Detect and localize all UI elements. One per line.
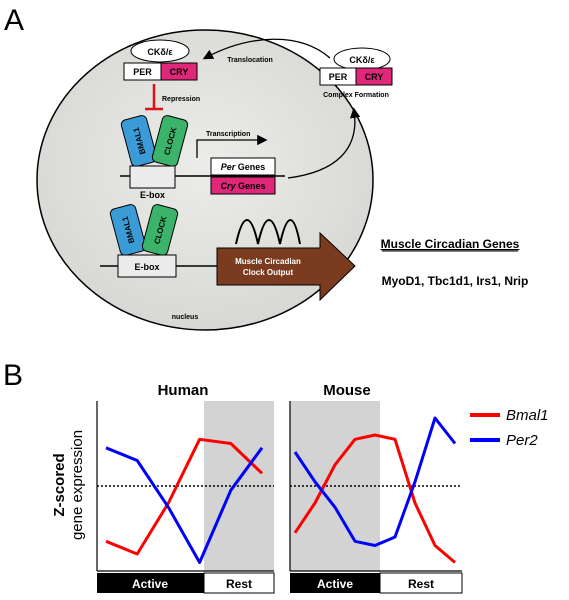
transcription-arrow [196,134,268,158]
human-per2-line [105,446,264,564]
human-bmal1-line [105,437,264,556]
svg-text:Z-scored: Z-scored [51,453,68,516]
cry-genes-label: Cry Genes [220,181,265,191]
human-active-bar [97,573,204,593]
clock-upper: CLOCK [151,115,189,167]
mouse-rest-bar [379,572,463,594]
human-rest-label: Rest [226,577,252,591]
per-genes-label: Per Genes [221,162,266,172]
genes-list: MyoD1, Tbc1d1, Irs1, Nrip [382,274,529,288]
cry-box-left [160,62,198,81]
ebox-lower [117,254,177,278]
bmal1-lower: BMAL1 [109,204,147,256]
y-axis-label: Z-scored gene expression [51,430,86,540]
ebox-lower-label: E-box [134,262,159,272]
bmal1-upper: BMAL1 [120,115,158,167]
per-label-left: PER [133,67,152,77]
mouse-active-bar [290,573,380,593]
svg-text:gene expression: gene expression [69,430,86,540]
clock-lower: CLOCK [141,204,179,256]
per-genes-box [210,157,276,176]
cry-label-left: CRY [170,67,189,77]
translocation-label: Translocation [227,57,273,64]
mouse-series [293,416,457,564]
human-title: Human [158,382,209,399]
output-label-1: Muscle Circadian [235,257,301,266]
ebox-upper [129,165,176,189]
panel-a-letter: A [4,4,24,37]
translocation-arrow [202,38,331,60]
complex-formation-label: Complex Formation [323,92,389,99]
human-series [105,437,264,564]
mouse-active-label: Active [317,577,353,591]
panel-b-letter: B [3,359,23,392]
human-active-label: Active [132,577,168,591]
genes-title: Muscle Circadian Genes [381,237,520,251]
mouse-title: Mouse [323,382,371,399]
per-label-right: PER [329,72,348,82]
cry-genes-box [210,176,276,195]
cry-box-right [355,67,393,86]
cry-label-right: CRY [365,72,384,82]
clock-output-arrow [216,231,356,302]
legend-per2-label: Per2 [506,432,538,449]
mouse-per2-line [293,416,457,547]
human-rest-bar [203,572,275,594]
output-label-2: Clock Output [243,268,294,277]
to-complex-arrow [287,107,361,179]
ck-label-right: CKδ/ε [349,55,375,65]
ck-oval-left [130,39,190,63]
ebox-upper-label: E-box [140,190,165,200]
ck-label-left: CKδ/ε [147,47,173,57]
repression-label: Repression [162,96,200,103]
mouse-rest-label: Rest [408,577,434,591]
nucleus-label: nucleus [172,314,199,321]
legend-bmal1-label: Bmal1 [506,407,549,424]
transcription-label: Transcription [206,131,250,138]
oscillation-wave [235,219,301,245]
